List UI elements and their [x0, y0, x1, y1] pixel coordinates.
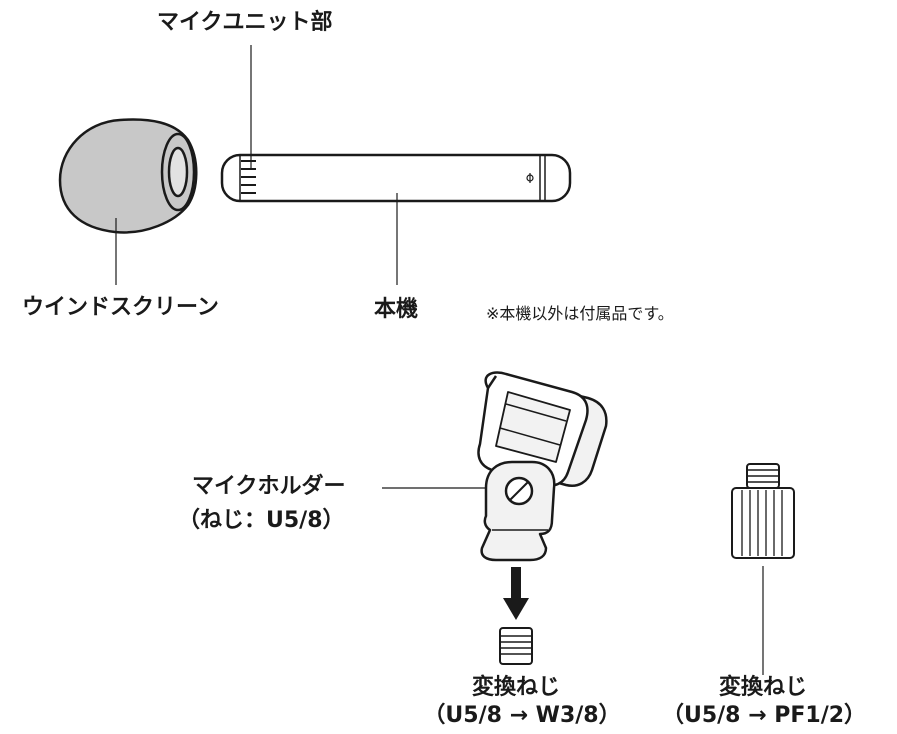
adapter-pf-label-line2: （U5/8 → PF1/2） [661, 703, 867, 728]
windscreen-label: ウインドスクリーン [22, 295, 219, 320]
adapter-w-label-line2: （U5/8 → W3/8） [423, 703, 621, 728]
adapter-w-label-line1: 変換ねじ [471, 675, 561, 700]
mic-unit-slots [241, 160, 256, 194]
mic-holder-label-line2: （ねじ：U5/8） [178, 508, 345, 533]
adapter-pf-label-line1: 変換ねじ [718, 675, 808, 700]
mic-holder-label-line1: マイクホルダー [192, 474, 346, 499]
microphone-body-illustration [220, 153, 572, 203]
windscreen-illustration [58, 118, 198, 234]
adapter-pf-illustration [731, 463, 795, 559]
body-label: 本機 [374, 297, 419, 322]
polarity-mark-icon [526, 173, 534, 183]
mic-unit-label: マイクユニット部 [157, 10, 333, 35]
down-arrow-icon [503, 567, 529, 620]
mic-holder-illustration [477, 371, 608, 562]
accessories-note: ※本機以外は付属品です。 [486, 304, 674, 323]
adapter-w-illustration [499, 627, 533, 665]
